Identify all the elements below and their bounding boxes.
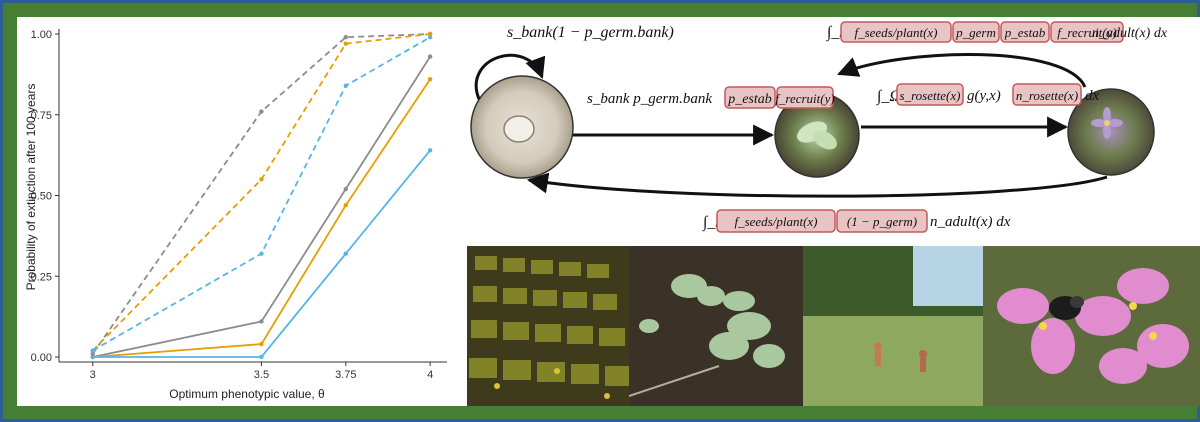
chart-ticks: 3 3.5 3.75 4 0.00 0.25 0.50 0.75 1.00 [31,29,434,381]
series-1 [90,77,433,360]
data-point [427,77,433,82]
data-point [259,341,264,347]
person-icon [874,342,882,366]
series-0 [90,54,433,360]
data-point [427,54,433,59]
data-point [343,83,348,88]
growth-kernel-label: g(y,x) [967,88,1001,104]
seedling-trays-photo [467,246,629,406]
adult-to-rosette-suffix: n_adult(x) dx [1092,26,1168,41]
extinction-line-chart: 3 3.5 3.75 4 0.00 0.25 0.50 0.75 1.00 Optimum ph… [24,29,447,401]
rosette-to-adult-suffix: dx [1085,88,1100,104]
seed-to-rosette-boxes: p_estab f_recruit(y) [724,86,835,109]
y-tick-label: 1.00 [31,29,52,41]
data-point [343,41,348,46]
data-point [259,251,264,256]
x-axis-title: Optimum phenotypic value, θ [169,387,325,401]
rosette-stage [774,92,860,178]
flower-icon [1091,107,1123,139]
data-point [343,202,348,208]
seed-to-rosette-prefix: s_bank p_germ.bank [587,91,712,107]
adult-to-rosette-arrow [837,52,1087,88]
life-cycle-diagram: s_bank(1 − p_germ.bank) s_bank p_germ.ba… [470,21,1168,233]
field-site-photo [803,246,983,406]
x-tick-label: 3.75 [335,369,356,381]
series-line [92,33,431,352]
adult-to-seed-arrow [526,172,1108,198]
seed-bank-stage [470,75,574,179]
box-p-estab: p_estab [1004,25,1046,40]
seed-icon [503,115,535,143]
series-4 [90,31,433,353]
box-p-estab: p_estab [727,92,772,107]
box-one-minus-p-germ: (1 − p_germ) [847,214,917,229]
series-line [92,33,431,355]
bee-icon [1049,296,1084,320]
series-line [92,36,431,352]
data-point [343,251,348,256]
data-point [259,319,264,324]
chart-series-layer [90,31,433,360]
box-n-rosette: n_rosette(x) [1016,88,1078,103]
x-tick-label: 3.5 [254,369,269,381]
data-point [259,354,264,360]
box-f-seeds-plant: f_seeds/plant(x) [734,214,817,229]
photo-strip [467,246,1200,406]
data-point [90,348,95,353]
data-point [259,177,264,182]
data-point [427,35,433,40]
y-tick-label: 0.25 [31,271,52,283]
box-f-seeds-plant: f_seeds/plant(x) [854,25,937,40]
data-point [343,186,348,192]
rosette-seedlings-photo [629,246,803,406]
series-line [92,78,431,358]
rosette-leaf-icon [813,130,837,150]
box-p-germ: p_germ [955,25,996,40]
series-3 [90,31,433,356]
data-point [343,35,348,40]
self-loop-label: s_bank(1 − p_germ.bank) [507,24,674,41]
box-s-rosette: s_rosette(x) [900,88,961,103]
integral-symbol: ∫_Ω [876,88,901,106]
person-icon [919,350,927,372]
y-axis-title: Probability of extinction after 100 year… [24,84,38,291]
extinction-chart-panel: 3 3.5 3.75 4 0.00 0.25 0.50 0.75 1.00 Optimum ph… [17,17,467,406]
data-point [427,31,433,37]
x-tick-label: 4 [427,369,433,381]
box-f-recruit: f_recruit(y) [775,91,834,106]
series-5 [90,35,433,353]
series-2 [90,148,433,360]
y-tick-label: 0.00 [31,352,52,364]
x-tick-label: 3 [90,369,96,381]
series-line [92,149,431,358]
series-line [92,56,431,358]
data-point [427,148,433,153]
data-point [90,351,95,356]
box-f-recruit: f_recruit(y) [1057,25,1116,40]
seed-self-loop-arrow [474,53,546,100]
y-tick-label: 0.75 [31,110,52,122]
life-cycle-diagram-panel: s_bank(1 − p_germ.bank) s_bank p_germ.ba… [467,17,1200,246]
chart-axes [58,29,447,363]
adult-to-seed-suffix: n_adult(x) dx [930,214,1011,230]
data-point [90,354,95,360]
y-tick-label: 0.50 [31,191,52,203]
data-point [259,109,264,114]
pink-flower-with-bee-photo [983,246,1200,406]
